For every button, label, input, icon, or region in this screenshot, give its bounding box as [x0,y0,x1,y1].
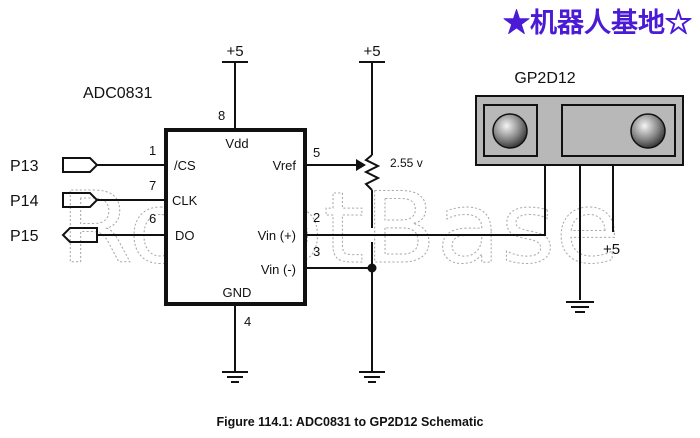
pin-2-num: 2 [313,210,320,225]
pin-1-num: 1 [149,143,156,158]
pin-4-num: 4 [244,314,251,329]
svg-text:+5: +5 [226,43,243,60]
pin-do-label: DO [175,228,195,243]
pin-7-num: 7 [149,178,156,193]
pin-3-num: 3 [313,244,320,259]
sensor-supply: +5 [603,241,620,258]
pin-vinm-label: Vin (-) [261,262,296,277]
pot-supply: +5 [359,43,385,155]
port-p14: P14 [10,192,166,210]
chip-name: ADC0831 [83,85,152,102]
pin-8-num: 8 [218,108,225,123]
gp2d12-sensor [475,95,684,166]
port-p13: P13 [10,157,166,175]
pin-gnd-label: GND [223,285,252,300]
pin-vref-label: Vref [273,158,297,173]
adc-chip [164,128,307,306]
figure-caption: Figure 114.1: ADC0831 to GP2D12 Schemati… [216,415,483,429]
pin-vdd-label: Vdd [225,136,248,151]
pot-voltage: 2.55 v [390,156,423,170]
ground-icon [222,371,248,383]
svg-text:P15: P15 [10,228,39,245]
pin-6-num: 6 [149,211,156,226]
wiper-arrow-icon [356,159,366,171]
svg-text:P13: P13 [10,158,39,175]
pin-vinp-label: Vin (+) [258,228,296,243]
pin-5-num: 5 [313,145,320,160]
svg-text:+5: +5 [363,43,380,60]
pin-clk-label: CLK [172,193,198,208]
detector-lens-icon [630,113,666,149]
svg-text:P14: P14 [10,193,39,210]
port-p15: P15 [10,227,166,245]
vdd-supply: +5 [222,43,248,130]
banner-title: ★机器人基地☆ [503,8,692,39]
potentiometer [363,154,381,191]
ground-icon [566,301,594,313]
emitter-lens-icon [492,113,528,149]
sensor-name: GP2D12 [514,70,575,87]
ground-icon [359,371,385,383]
pin-cs-label: /CS [174,158,196,173]
